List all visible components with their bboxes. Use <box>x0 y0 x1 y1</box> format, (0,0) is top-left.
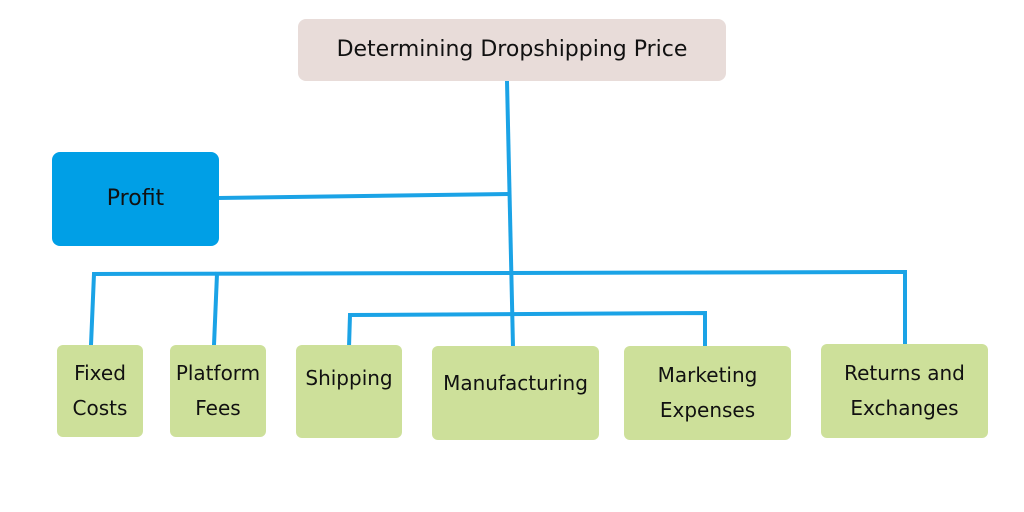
marketing-expenses-label-line1: Marketing <box>657 363 758 387</box>
fixed-costs-label-line2: Costs <box>72 396 128 420</box>
fixed-costs-label-line1: Fixed <box>74 361 126 385</box>
marketing-expenses-node: Marketing Expenses <box>624 346 791 440</box>
returns-exchanges-label-line1: Returns and <box>844 361 965 385</box>
platform-fees-label-line2: Fees <box>195 396 241 420</box>
profit-node: Profit <box>52 152 219 246</box>
returns-exchanges-label-line2: Exchanges <box>850 396 959 420</box>
marketing-expenses-label-line2: Expenses <box>659 398 756 422</box>
platform-fees-label-line1: Platform <box>175 361 261 385</box>
profit-node-label: Profit <box>106 185 165 211</box>
cost-bus-line <box>88 269 907 348</box>
trunk-line <box>504 78 516 350</box>
fixed-costs-node: Fixed Costs <box>57 345 143 437</box>
root-node-label: Determining Dropshipping Price <box>336 36 688 62</box>
manufacturing-node: Manufacturing <box>432 346 599 440</box>
shipping-node: Shipping <box>296 345 402 438</box>
platform-fees-node: Platform Fees <box>170 345 266 437</box>
shipping-marketing-bus-line <box>346 310 707 350</box>
platform-fees-branch-line <box>211 271 220 348</box>
profit-branch-line <box>216 191 512 201</box>
returns-exchanges-node: Returns and Exchanges <box>821 344 988 438</box>
shipping-label: Shipping <box>305 366 393 390</box>
root-node-title: Determining Dropshipping Price <box>298 19 726 81</box>
manufacturing-label: Manufacturing <box>443 371 588 395</box>
